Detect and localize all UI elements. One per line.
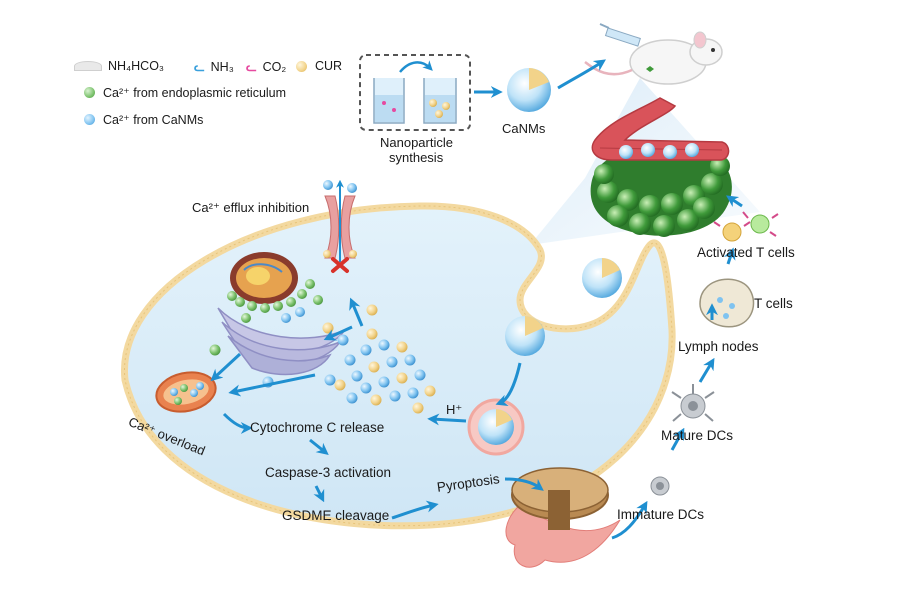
ca-er-icon: [84, 87, 95, 98]
nh3-icon: ᓚ: [194, 60, 205, 74]
dendritic-cell-icon: [650, 384, 715, 496]
legend-nh4hco3: NH₄HCO₃: [74, 59, 164, 73]
mitochondrion-icon: [155, 371, 217, 413]
synthesis-box: [359, 54, 471, 131]
endosome: [467, 398, 525, 456]
co2-icon: ᓚ: [246, 60, 257, 74]
label-gsdme: GSDME cleavage: [282, 508, 390, 523]
pyroptotic-cell-icon: [505, 467, 621, 568]
label-efflux: Ca²⁺ efflux inhibition: [192, 200, 310, 215]
legend-nh3-label: NH₃: [210, 59, 234, 74]
legend-nh4hco3-label: NH₄HCO₃: [108, 59, 165, 73]
label-nanoparticle-synthesis-2: synthesis: [389, 150, 444, 165]
syringe-icon: [599, 23, 641, 47]
legend-ca-canms-label: Ca²⁺ from CaNMs: [103, 113, 204, 127]
legend-co2-label: CO₂: [262, 59, 287, 74]
label-nanoparticle-synthesis-1: Nanoparticle: [380, 135, 453, 150]
beaker-icon: [373, 78, 405, 124]
legend-cur-label: CUR: [315, 59, 343, 73]
cur-icon: [296, 60, 307, 72]
t-cell-icon: [713, 211, 779, 242]
er-icon: [217, 307, 348, 376]
lymph-node-icon: [699, 278, 755, 328]
label-canms: CaNMs: [502, 121, 546, 136]
label-mature-dcs: Mature DCs: [661, 428, 734, 443]
blood-vessel-icon: [591, 97, 730, 161]
legend-ca-er-label: Ca²⁺ from endoplasmic reticulum: [103, 86, 287, 100]
label-h-plus: H⁺: [446, 402, 463, 417]
legend-ca-er: Ca²⁺ from endoplasmic reticulum: [84, 85, 286, 100]
channel-icon: [323, 179, 357, 273]
label-immature-dcs: Immature DCs: [617, 507, 705, 522]
label-lymph-nodes: Lymph nodes: [678, 339, 759, 354]
nucleus-icon: [230, 252, 298, 304]
legend-nh3: ᓚ NH₃: [194, 59, 234, 75]
powder-icon: [74, 61, 102, 71]
er-calcium-cluster: [227, 279, 323, 323]
label-t-cells: T cells: [754, 296, 793, 311]
beaker-icon: [423, 78, 457, 124]
pathway-arrows: [210, 59, 743, 540]
tumor-icon: [590, 146, 732, 237]
label-activated-t-cells: Activated T cells: [697, 245, 795, 260]
nanoparticle-icon: [505, 68, 622, 356]
mouse-icon: [584, 31, 723, 85]
label-cytochrome: Cytochrome C release: [250, 420, 385, 435]
legend-ca-canms: Ca²⁺ from CaNMs: [84, 112, 203, 127]
legend-co2: ᓚ CO₂: [246, 59, 287, 75]
legend-cur: CUR: [296, 59, 342, 73]
label-caspase: Caspase-3 activation: [265, 465, 392, 480]
ca-canms-icon: [84, 114, 95, 125]
